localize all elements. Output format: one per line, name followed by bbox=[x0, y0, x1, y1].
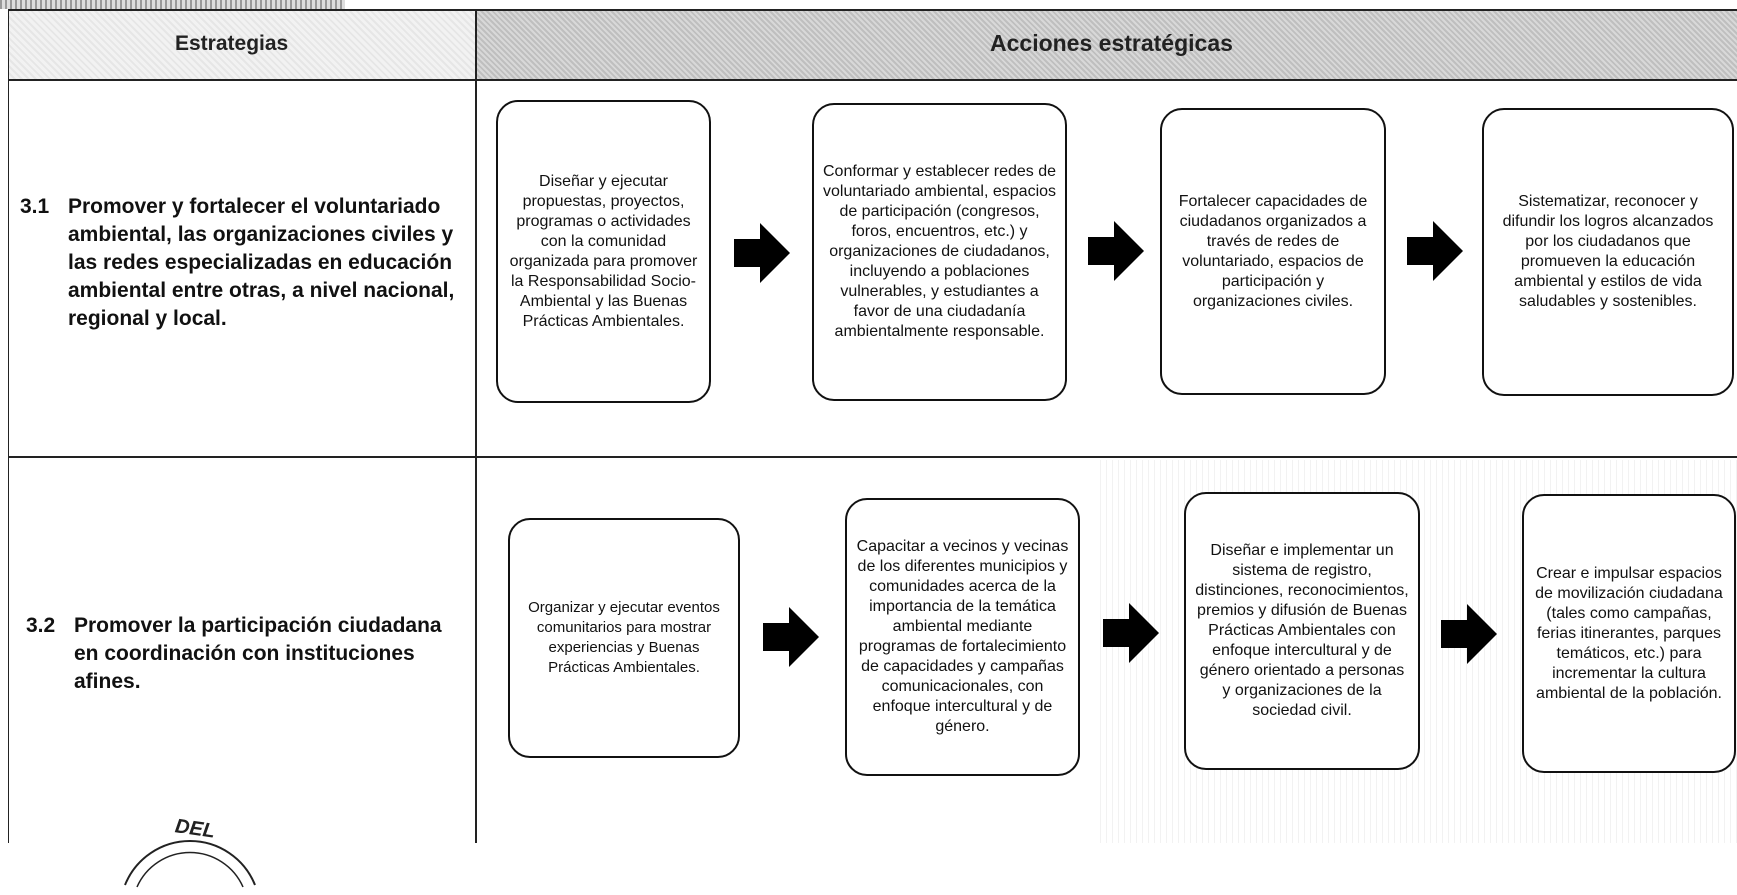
strategy-text: Promover la participación ciudadana en c… bbox=[74, 614, 442, 693]
action-box: Conformar y establecer redes de voluntar… bbox=[812, 103, 1067, 401]
action-box: Organizar y ejecutar eventos comunitario… bbox=[508, 518, 740, 758]
scan-artifact-strip bbox=[0, 0, 345, 9]
header-actions-label: Acciones estratégicas bbox=[990, 30, 1233, 56]
header-actions-cell bbox=[477, 11, 1737, 79]
action-box: Capacitar a vecinos y vecinas de los dif… bbox=[845, 498, 1080, 776]
header-bottom-border bbox=[8, 79, 1737, 81]
strategy-number: 3.1 bbox=[20, 195, 50, 218]
strategy-3-2: 3.2 Promover la participación ciudadana … bbox=[26, 612, 466, 696]
right-arrow-icon bbox=[734, 223, 790, 283]
table-top-border bbox=[8, 9, 1737, 11]
action-text: Fortalecer capacidades de ciudadanos org… bbox=[1178, 192, 1368, 310]
column-divider bbox=[475, 9, 477, 843]
action-text: Sistematizar, reconocer y difundir los l… bbox=[1502, 193, 1714, 310]
strategy-3-1: 3.1 Promover y fortalecer el voluntariad… bbox=[20, 193, 470, 333]
action-box: Diseñar y ejecutar propuestas, proyectos… bbox=[496, 100, 711, 403]
right-arrow-icon bbox=[1088, 221, 1144, 281]
strategy-text: Promover y fortalecer el voluntariado am… bbox=[68, 195, 455, 330]
right-arrow-icon bbox=[1441, 604, 1497, 664]
action-box: Crear e impulsar espacios de movilizació… bbox=[1522, 494, 1736, 773]
row-divider bbox=[8, 456, 1737, 458]
table-frame bbox=[8, 9, 1737, 843]
right-arrow-icon bbox=[1103, 603, 1159, 663]
right-arrow-icon bbox=[763, 607, 819, 667]
action-text: Organizar y ejecutar eventos comunitario… bbox=[528, 599, 720, 676]
action-text: Crear e impulsar espacios de movilizació… bbox=[1535, 564, 1723, 702]
action-box: Sistematizar, reconocer y difundir los l… bbox=[1482, 108, 1734, 396]
header-strategies-cell bbox=[9, 11, 475, 79]
action-box: Fortalecer capacidades de ciudadanos org… bbox=[1160, 108, 1386, 395]
action-text: Diseñar y ejecutar propuestas, proyectos… bbox=[509, 172, 698, 330]
action-box: Diseñar e implementar un sistema de regi… bbox=[1184, 492, 1420, 770]
strategy-number: 3.2 bbox=[26, 614, 56, 637]
action-text: Capacitar a vecinos y vecinas de los dif… bbox=[856, 538, 1069, 735]
right-arrow-icon bbox=[1407, 221, 1463, 281]
action-text: Diseñar e implementar un sistema de regi… bbox=[1195, 542, 1409, 719]
action-text: Conformar y establecer redes de voluntar… bbox=[822, 163, 1057, 340]
header-strategies-label: Estrategias bbox=[175, 32, 289, 55]
